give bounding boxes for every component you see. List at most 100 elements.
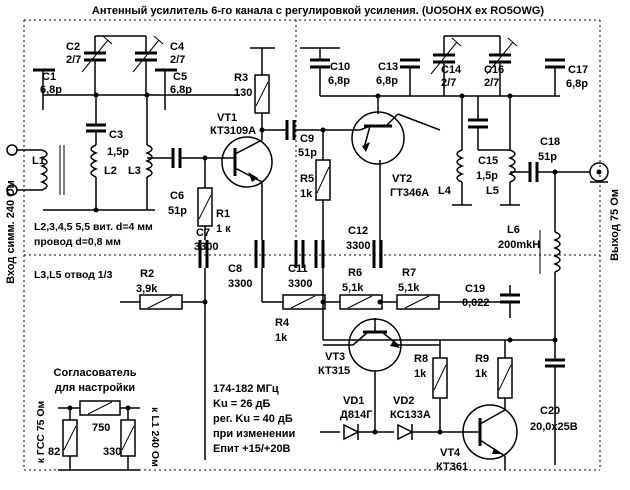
coil-L6 — [552, 231, 561, 273]
value-C4: 2/7 — [170, 54, 185, 66]
label-R5: R5 — [300, 173, 314, 185]
stage-vt2: C10 6,8р C13 6,8р VT2 ГТ346А R5 1k C11 3… — [261, 47, 560, 344]
value-R6: 5,1k — [342, 282, 364, 294]
label-C10: C10 — [330, 61, 350, 73]
matcher-right-label: к L1 240 Ом — [149, 407, 161, 467]
value-C14: 2/7 — [441, 77, 456, 89]
label-L2: L2 — [104, 165, 117, 177]
value-C13: 6,8р — [376, 75, 398, 87]
label-C12: C12 — [348, 225, 368, 237]
label-R4: R4 — [275, 317, 290, 329]
label-L5: L5 — [486, 185, 499, 197]
value-R5: 1k — [300, 188, 313, 200]
value-C6: 51р — [168, 205, 187, 217]
stage-vt1: VT1 КТ3109А R3 130 C9 51р R1 1 к C7 3300 — [120, 47, 360, 460]
spec-change: при изменении — [213, 428, 295, 440]
coil-note-2: провод d=0,8 мм — [34, 236, 121, 248]
label-VD2: VD2 — [393, 395, 414, 407]
matcher-left-label: к ГСС 75 Ом — [35, 400, 47, 463]
label-C13: C13 — [378, 61, 398, 73]
spec-ku: Ku = 26 дБ — [213, 398, 270, 410]
zener-VD1 — [343, 423, 360, 441]
label-R1: R1 — [216, 208, 230, 220]
value-C1: 6,8р — [40, 84, 62, 96]
label-C5: C5 — [173, 71, 187, 83]
label-R8: R8 — [414, 353, 428, 365]
label-R9: R9 — [475, 353, 489, 365]
label-VT4: VT4 — [440, 447, 461, 459]
value-C8: 3300 — [228, 278, 252, 290]
coil-L1 — [39, 149, 48, 191]
value-VT4: КТ361 — [436, 461, 468, 473]
label-VD1: VD1 — [343, 395, 364, 407]
label-C8: C8 — [228, 263, 242, 275]
matcher-r-series: 750 — [92, 422, 110, 434]
spec-supply: Епит +15/+20В — [213, 443, 291, 455]
label-C3: C3 — [109, 129, 123, 141]
value-C15: 1,5р — [476, 170, 498, 182]
label-R2: R2 — [140, 268, 154, 280]
coil-tap-note: L3,L5 отвод 1/3 — [34, 269, 113, 281]
value-C19: 0,022 — [462, 297, 490, 309]
transistor-VT4 — [462, 404, 518, 460]
label-R7: R7 — [402, 267, 416, 279]
value-VT3: КТ315 — [318, 365, 350, 377]
value-C18: 51р — [538, 151, 557, 163]
spec-reg: рег. Ku = 40 дБ — [213, 413, 293, 425]
value-R4: 1k — [275, 332, 288, 344]
matching-network: Согласователь для настройки 750 82 330 к… — [35, 367, 161, 471]
zener-VD2 — [397, 423, 414, 441]
value-C5: 6,8р — [170, 84, 192, 96]
matcher-title-1: Согласователь — [54, 367, 137, 379]
coil-L3 — [144, 144, 153, 178]
value-C9: 51р — [298, 147, 317, 159]
value-C2: 2/7 — [66, 54, 81, 66]
label-C18: C18 — [540, 136, 560, 148]
label-C14: C14 — [441, 64, 462, 76]
coil-note-1: L2,3,4,5 5,5 вит. d=4 мм — [34, 221, 153, 233]
label-C4: C4 — [170, 41, 185, 53]
label-L6: L6 — [507, 224, 520, 236]
matcher-r-right: 330 — [103, 446, 121, 458]
spec-freq: 174-182 МГц — [213, 383, 279, 395]
input-terminal-top — [6, 144, 18, 156]
label-C9: C9 — [300, 133, 314, 145]
label-R6: R6 — [348, 267, 362, 279]
value-C12: 3300 — [346, 240, 370, 252]
label-L4: L4 — [438, 185, 452, 197]
label-R3: R3 — [234, 72, 248, 84]
coil-L2 — [90, 144, 99, 178]
value-R8: 1k — [414, 368, 427, 380]
value-R3: 130 — [234, 87, 252, 99]
label-C2: C2 — [66, 41, 80, 53]
value-C10: 6,8р — [328, 75, 350, 87]
output-port-label: Выход 75 Ом — [609, 189, 621, 261]
input-section: L1 C1 6,8р C2 2/7 C4 2/7 C5 — [6, 35, 240, 217]
value-C7: 3300 — [194, 241, 218, 253]
label-C6: C6 — [170, 190, 184, 202]
label-L3: L3 — [128, 165, 141, 177]
label-C1: C1 — [42, 71, 56, 83]
label-C20: C20 — [540, 405, 560, 417]
output-connector — [589, 162, 609, 182]
label-C19: C19 — [465, 283, 485, 295]
label-C17: C17 — [568, 64, 588, 76]
value-VT2: ГТ346А — [390, 187, 429, 199]
value-R7: 5,1k — [398, 282, 420, 294]
coil-L4 — [456, 149, 465, 183]
value-VT1: КТ3109А — [210, 125, 256, 137]
value-C20: 20,0х25В — [530, 421, 578, 433]
value-C17: 6,8р — [566, 78, 588, 90]
matcher-title-2: для настройки — [55, 382, 135, 394]
specs-block: 174-182 МГц Ku = 26 дБ рег. Ku = 40 дБ п… — [213, 383, 295, 455]
input-port-label: Вход симм. 240 Ом — [5, 180, 17, 284]
label-VT2: VT2 — [392, 173, 412, 185]
label-VT1: VT1 — [217, 112, 237, 124]
value-R2: 3,9k — [136, 283, 158, 295]
value-R1: 1 к — [216, 223, 231, 235]
transistor-VT2 — [351, 111, 405, 165]
label-L1: L1 — [32, 155, 45, 167]
label-VT3: VT3 — [325, 351, 345, 363]
label-C7: C7 — [196, 227, 210, 239]
